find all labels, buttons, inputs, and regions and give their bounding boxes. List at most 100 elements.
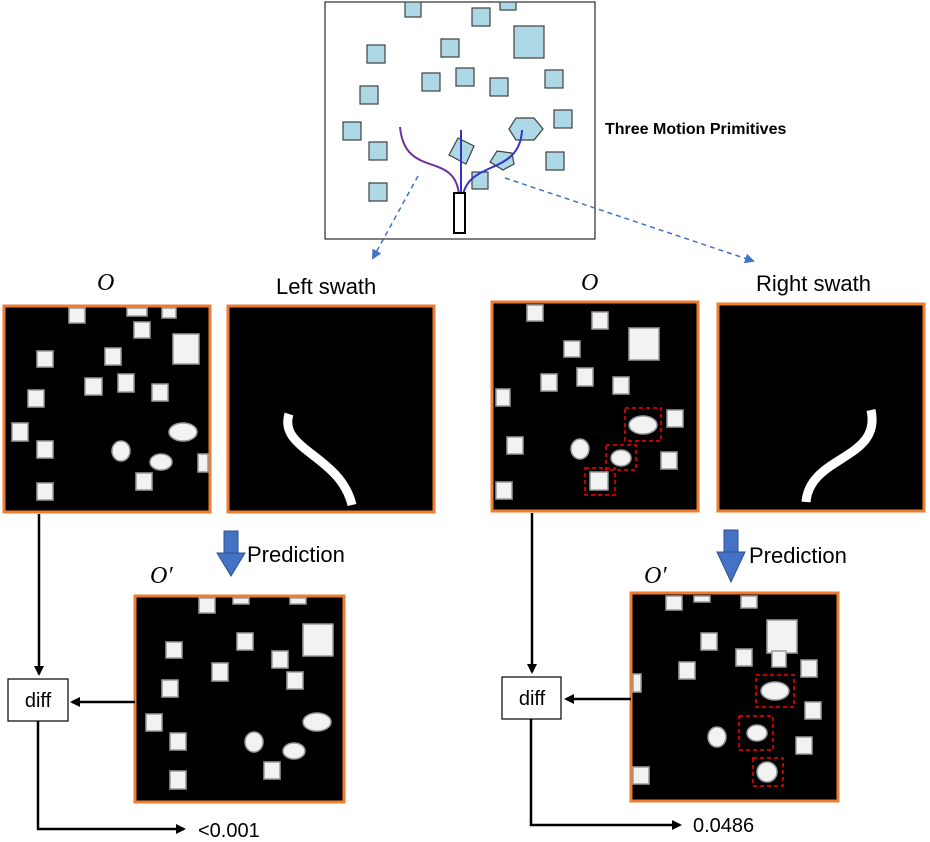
obstacle: [795, 736, 813, 755]
right-diff-label: diff: [519, 688, 546, 710]
obstacle: [286, 671, 304, 690]
obstacle: [165, 641, 183, 659]
obstacle: [632, 766, 650, 785]
obstacle-rotated: [244, 731, 264, 753]
obstacle: [368, 182, 388, 202]
obstacle: [756, 761, 778, 783]
obstacle: [169, 732, 187, 751]
obstacle: [693, 595, 711, 603]
obstacle-rotated: [707, 726, 727, 748]
obstacle: [117, 373, 135, 393]
obstacle: [161, 307, 177, 319]
obstacle-ellipse: [760, 681, 790, 701]
obstacle: [172, 333, 200, 365]
robot-vehicle: [453, 192, 466, 234]
obstacle: [589, 471, 609, 491]
obstacle: [678, 661, 696, 680]
obstacle: [489, 77, 509, 97]
right-predicted-observation-label: O′: [644, 563, 667, 589]
obstacle: [197, 453, 209, 473]
right-prediction-label: Prediction: [749, 543, 847, 568]
left-result-arrow: [36, 721, 186, 834]
obstacle: [455, 67, 475, 87]
obstacle: [544, 69, 564, 89]
obstacle: [740, 595, 758, 609]
dashed-arrow-right: [504, 177, 755, 264]
highlight-box: [624, 407, 662, 442]
right-observation-label: O: [581, 270, 598, 296]
obstacle: [471, 171, 489, 190]
obstacle: [289, 597, 307, 605]
obstacle: [563, 340, 581, 358]
obstacle-rotated: [570, 438, 590, 460]
left-swath-map: [226, 304, 436, 514]
obstacle: [198, 597, 216, 614]
obstacle: [68, 307, 86, 324]
obstacle: [700, 632, 718, 651]
obstacle-group: [342, 1, 573, 202]
obstacle-ellipse: [168, 422, 198, 442]
left-result-value: <0.001: [198, 820, 260, 842]
obstacle: [366, 44, 386, 64]
obstacle: [104, 347, 122, 366]
obstacle: [526, 304, 544, 322]
left-diff-box: diff: [7, 678, 69, 722]
right-prediction-arrow: [716, 529, 746, 584]
obstacle: [771, 650, 787, 668]
obstacle: [800, 659, 818, 678]
left-diff-label: diff: [25, 690, 52, 712]
obstacle-hexagon: [282, 742, 306, 760]
obstacle: [135, 472, 153, 491]
obstacle: [499, 1, 517, 11]
right-motion-primitive: [462, 129, 523, 196]
obstacle: [632, 673, 642, 693]
highlight-box: [605, 444, 637, 471]
obstacle: [271, 650, 289, 669]
left-predicted-map: [133, 594, 346, 804]
obstacle: [302, 623, 334, 657]
right-swath-shape: [801, 409, 877, 503]
dashed-arrow-left: [372, 175, 419, 260]
obstacle: [36, 440, 54, 459]
obstacle: [540, 373, 558, 392]
right-diff-box: diff: [501, 676, 562, 720]
obstacle: [612, 376, 630, 395]
right-result-arrow: [529, 719, 682, 830]
highlight-box: [584, 467, 616, 496]
obstacle: [169, 770, 187, 790]
obstacle: [263, 761, 281, 780]
obstacle: [513, 25, 545, 59]
obstacle: [506, 436, 524, 455]
obstacle: [628, 327, 660, 361]
obstacle: [133, 321, 151, 339]
highlight-box: [752, 757, 784, 787]
obstacle: [404, 1, 422, 18]
obstacle-hexagon: [746, 724, 768, 742]
obstacle: [359, 85, 379, 105]
obstacle: [440, 38, 460, 58]
obstacle: [27, 389, 45, 408]
left-prediction-label: Prediction: [247, 542, 345, 567]
obstacle: [342, 121, 362, 141]
panel-title: Three Motion Primitives: [605, 121, 786, 138]
obstacle: [36, 350, 54, 368]
left-swath-shape: [283, 412, 357, 507]
obstacle: [545, 151, 565, 171]
right-observation-map: [490, 300, 700, 513]
left-observation-map: [2, 304, 212, 514]
obstacle-hexagon: [149, 453, 173, 471]
right-result-value: 0.0486: [693, 815, 754, 837]
highlight-box: [738, 715, 774, 751]
obstacle: [421, 72, 441, 92]
left-predicted-observation-label: O′: [150, 563, 173, 589]
obstacle: [495, 388, 511, 407]
obstacle: [36, 482, 54, 501]
obstacle-ellipse: [302, 712, 332, 732]
obstacle: [804, 701, 822, 720]
obstacle: [576, 367, 594, 387]
obstacle: [145, 713, 163, 732]
obstacle-ellipse: [628, 415, 658, 435]
left-motion-primitive: [399, 126, 460, 196]
obstacle: [84, 377, 103, 396]
